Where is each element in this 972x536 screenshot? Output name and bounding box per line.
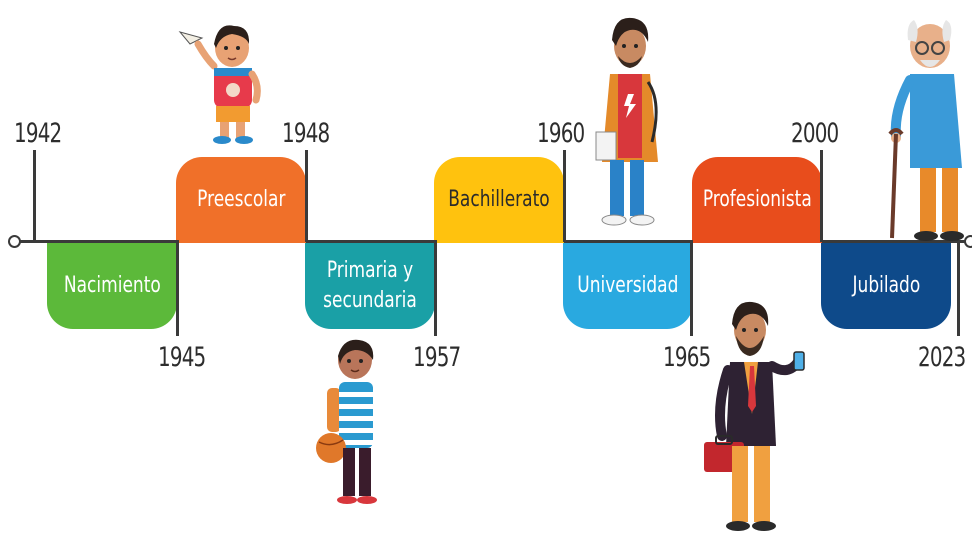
tick-1965 [690, 240, 693, 336]
axis-end-marker [964, 235, 972, 248]
tick-1948 [305, 150, 308, 242]
stage-bachillerato: Bachillerato [434, 157, 564, 243]
stage-preescolar: Preescolar [176, 157, 306, 243]
stage-label: Primaria y secundaria [323, 258, 417, 313]
toddler-illustration [178, 25, 261, 144]
stage-label: Profesionista [702, 187, 812, 212]
year-label: 2000 [791, 118, 839, 149]
year-label: 1945 [158, 342, 206, 373]
professional-illustration [704, 301, 805, 531]
year-label: 1965 [663, 342, 711, 373]
axis-start-marker [8, 235, 21, 248]
tick-1945 [176, 240, 179, 336]
year-label: 1942 [14, 118, 62, 149]
stage-label: Nacimiento [63, 273, 161, 298]
stage-label: Jubilado [852, 273, 920, 298]
tick-1957 [434, 240, 437, 336]
tick-1960 [563, 150, 566, 242]
stage-label: Universidad [577, 273, 679, 298]
elderly-illustration [888, 20, 964, 241]
year-label: 1948 [282, 118, 330, 149]
stage-profesionista: Profesionista [692, 157, 822, 243]
tick-2000 [820, 150, 823, 242]
tick-2023 [957, 240, 960, 336]
stage-label: Preescolar [196, 187, 286, 212]
tick-1942 [33, 150, 36, 242]
stage-universidad: Universidad [563, 243, 693, 329]
stage-jubilado: Jubilado [821, 243, 951, 329]
child-illustration [316, 339, 377, 504]
stage-label: Bachillerato [448, 187, 550, 212]
stage-primaria-secundaria: Primaria y secundaria [305, 243, 435, 329]
year-label: 1960 [537, 118, 585, 149]
stage-nacimiento: Nacimiento [47, 243, 177, 329]
student-illustration [595, 17, 658, 226]
year-label: 1957 [413, 342, 461, 373]
year-label: 2023 [918, 342, 966, 373]
